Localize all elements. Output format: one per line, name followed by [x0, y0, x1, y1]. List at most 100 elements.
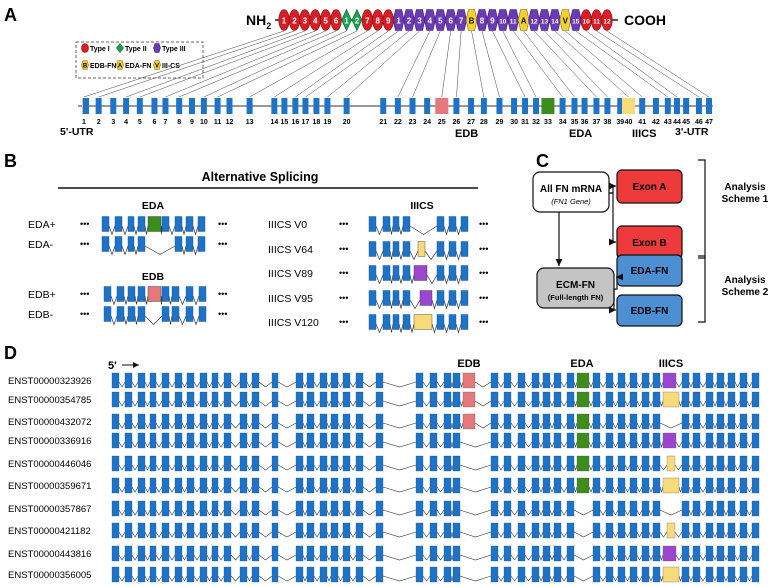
transcript-exon — [149, 432, 157, 449]
transcript-exon — [517, 372, 526, 389]
transcript-exon — [531, 432, 540, 449]
intron-connector — [674, 464, 683, 471]
intron-connector — [459, 441, 492, 448]
intron-connector — [181, 531, 188, 538]
intron-connector — [326, 422, 332, 429]
gene-exon — [200, 98, 207, 114]
exon-number: 47 — [705, 119, 713, 126]
transcript-id: ENST00000323926 — [8, 376, 91, 387]
exon-number: 12 — [226, 119, 234, 126]
transcript-exon — [503, 455, 512, 472]
splice-exon — [382, 265, 391, 281]
exon-number: 31 — [521, 119, 529, 126]
domain-number: V — [563, 17, 569, 26]
trailing-dots: ••• — [479, 293, 488, 303]
intron-connector — [599, 441, 607, 448]
intron-connector — [181, 509, 188, 516]
intron-connector — [193, 400, 201, 407]
intron-connector — [510, 575, 519, 582]
domain-type1: 5 — [320, 9, 332, 31]
intron-connector — [450, 400, 454, 407]
intron-connector — [510, 554, 519, 561]
transcript-exon — [751, 372, 760, 389]
transcript-exon — [490, 455, 499, 472]
transcript-exon — [605, 372, 614, 389]
exon-number: 11 — [214, 119, 222, 126]
intron-connector — [362, 441, 377, 448]
transcript-exon — [605, 391, 614, 408]
transcript-exon — [443, 413, 452, 430]
intron-connector — [573, 575, 594, 582]
transcript-exon — [705, 455, 714, 472]
intron-connector — [349, 441, 357, 448]
intron-connector — [217, 554, 225, 561]
mapping-line — [179, 30, 337, 98]
intron-connector — [450, 381, 454, 388]
intron-connector — [573, 486, 578, 494]
splice-exon — [127, 286, 136, 302]
intron-connector — [246, 441, 253, 448]
transcript-exon — [342, 522, 351, 539]
intron-connector — [382, 486, 417, 493]
transcript-exon — [415, 545, 424, 562]
transcript-exon — [605, 455, 614, 472]
leading-dots: ••• — [339, 268, 348, 278]
transcript-exon — [186, 455, 195, 472]
splicing-title: Alternative Splicing — [202, 170, 319, 184]
transcript-exon — [211, 500, 219, 517]
domain-number: 1 — [282, 17, 287, 26]
intron-connector — [549, 486, 555, 493]
transcript-row: ENST00000446046 — [8, 455, 760, 472]
intron-connector — [474, 400, 492, 407]
intron-connector — [382, 381, 417, 388]
transcript-exon — [330, 500, 339, 517]
leading-dots: ••• — [80, 219, 89, 229]
intron-connector — [588, 464, 594, 471]
mapping-line — [165, 30, 326, 98]
exon-number: 32 — [532, 119, 540, 126]
splice-exon — [460, 216, 469, 232]
transcript-exon — [739, 566, 748, 583]
transcript-exon — [429, 545, 438, 562]
intron-connector — [636, 509, 643, 516]
leading-dots: ••• — [339, 219, 348, 229]
intron-connector — [277, 381, 297, 388]
intron-connector — [133, 225, 139, 235]
intron-connector — [624, 464, 631, 471]
intron-connector — [258, 464, 273, 471]
intron-connector — [313, 531, 321, 538]
transcript-exon — [531, 391, 540, 408]
transcript-exon — [739, 372, 748, 389]
transcript-exon — [692, 545, 701, 562]
intron-connector — [217, 441, 225, 448]
transcript-exon — [251, 545, 260, 562]
transcript-exon — [211, 455, 219, 472]
gene-exon — [176, 98, 183, 114]
transcript-exon — [716, 413, 725, 430]
transcript-exon — [566, 545, 575, 562]
gene-exon — [522, 98, 529, 114]
splice-exon — [413, 265, 428, 281]
transcript-exon — [186, 566, 195, 583]
splice-exon — [460, 290, 469, 306]
intron-connector — [599, 486, 607, 493]
trailing-dots: ••• — [479, 268, 488, 278]
splice-exon — [174, 236, 183, 252]
transcript-exon — [739, 545, 748, 562]
domain-type1: 9 — [382, 9, 394, 31]
transcript-exon — [161, 432, 170, 449]
intron-connector — [382, 400, 417, 407]
intron-connector — [337, 422, 344, 429]
transcript-exon — [137, 477, 146, 494]
intron-connector — [459, 575, 492, 582]
intron-connector — [599, 400, 607, 407]
transcript-exon — [251, 477, 260, 494]
all-fn-label: All FN mRNA — [540, 184, 602, 195]
intron-connector — [510, 486, 519, 493]
intron-connector — [409, 274, 415, 284]
intron-connector — [723, 422, 729, 429]
intron-connector — [246, 575, 253, 582]
transcript-exon — [705, 413, 714, 430]
transcript-exon — [239, 545, 248, 562]
